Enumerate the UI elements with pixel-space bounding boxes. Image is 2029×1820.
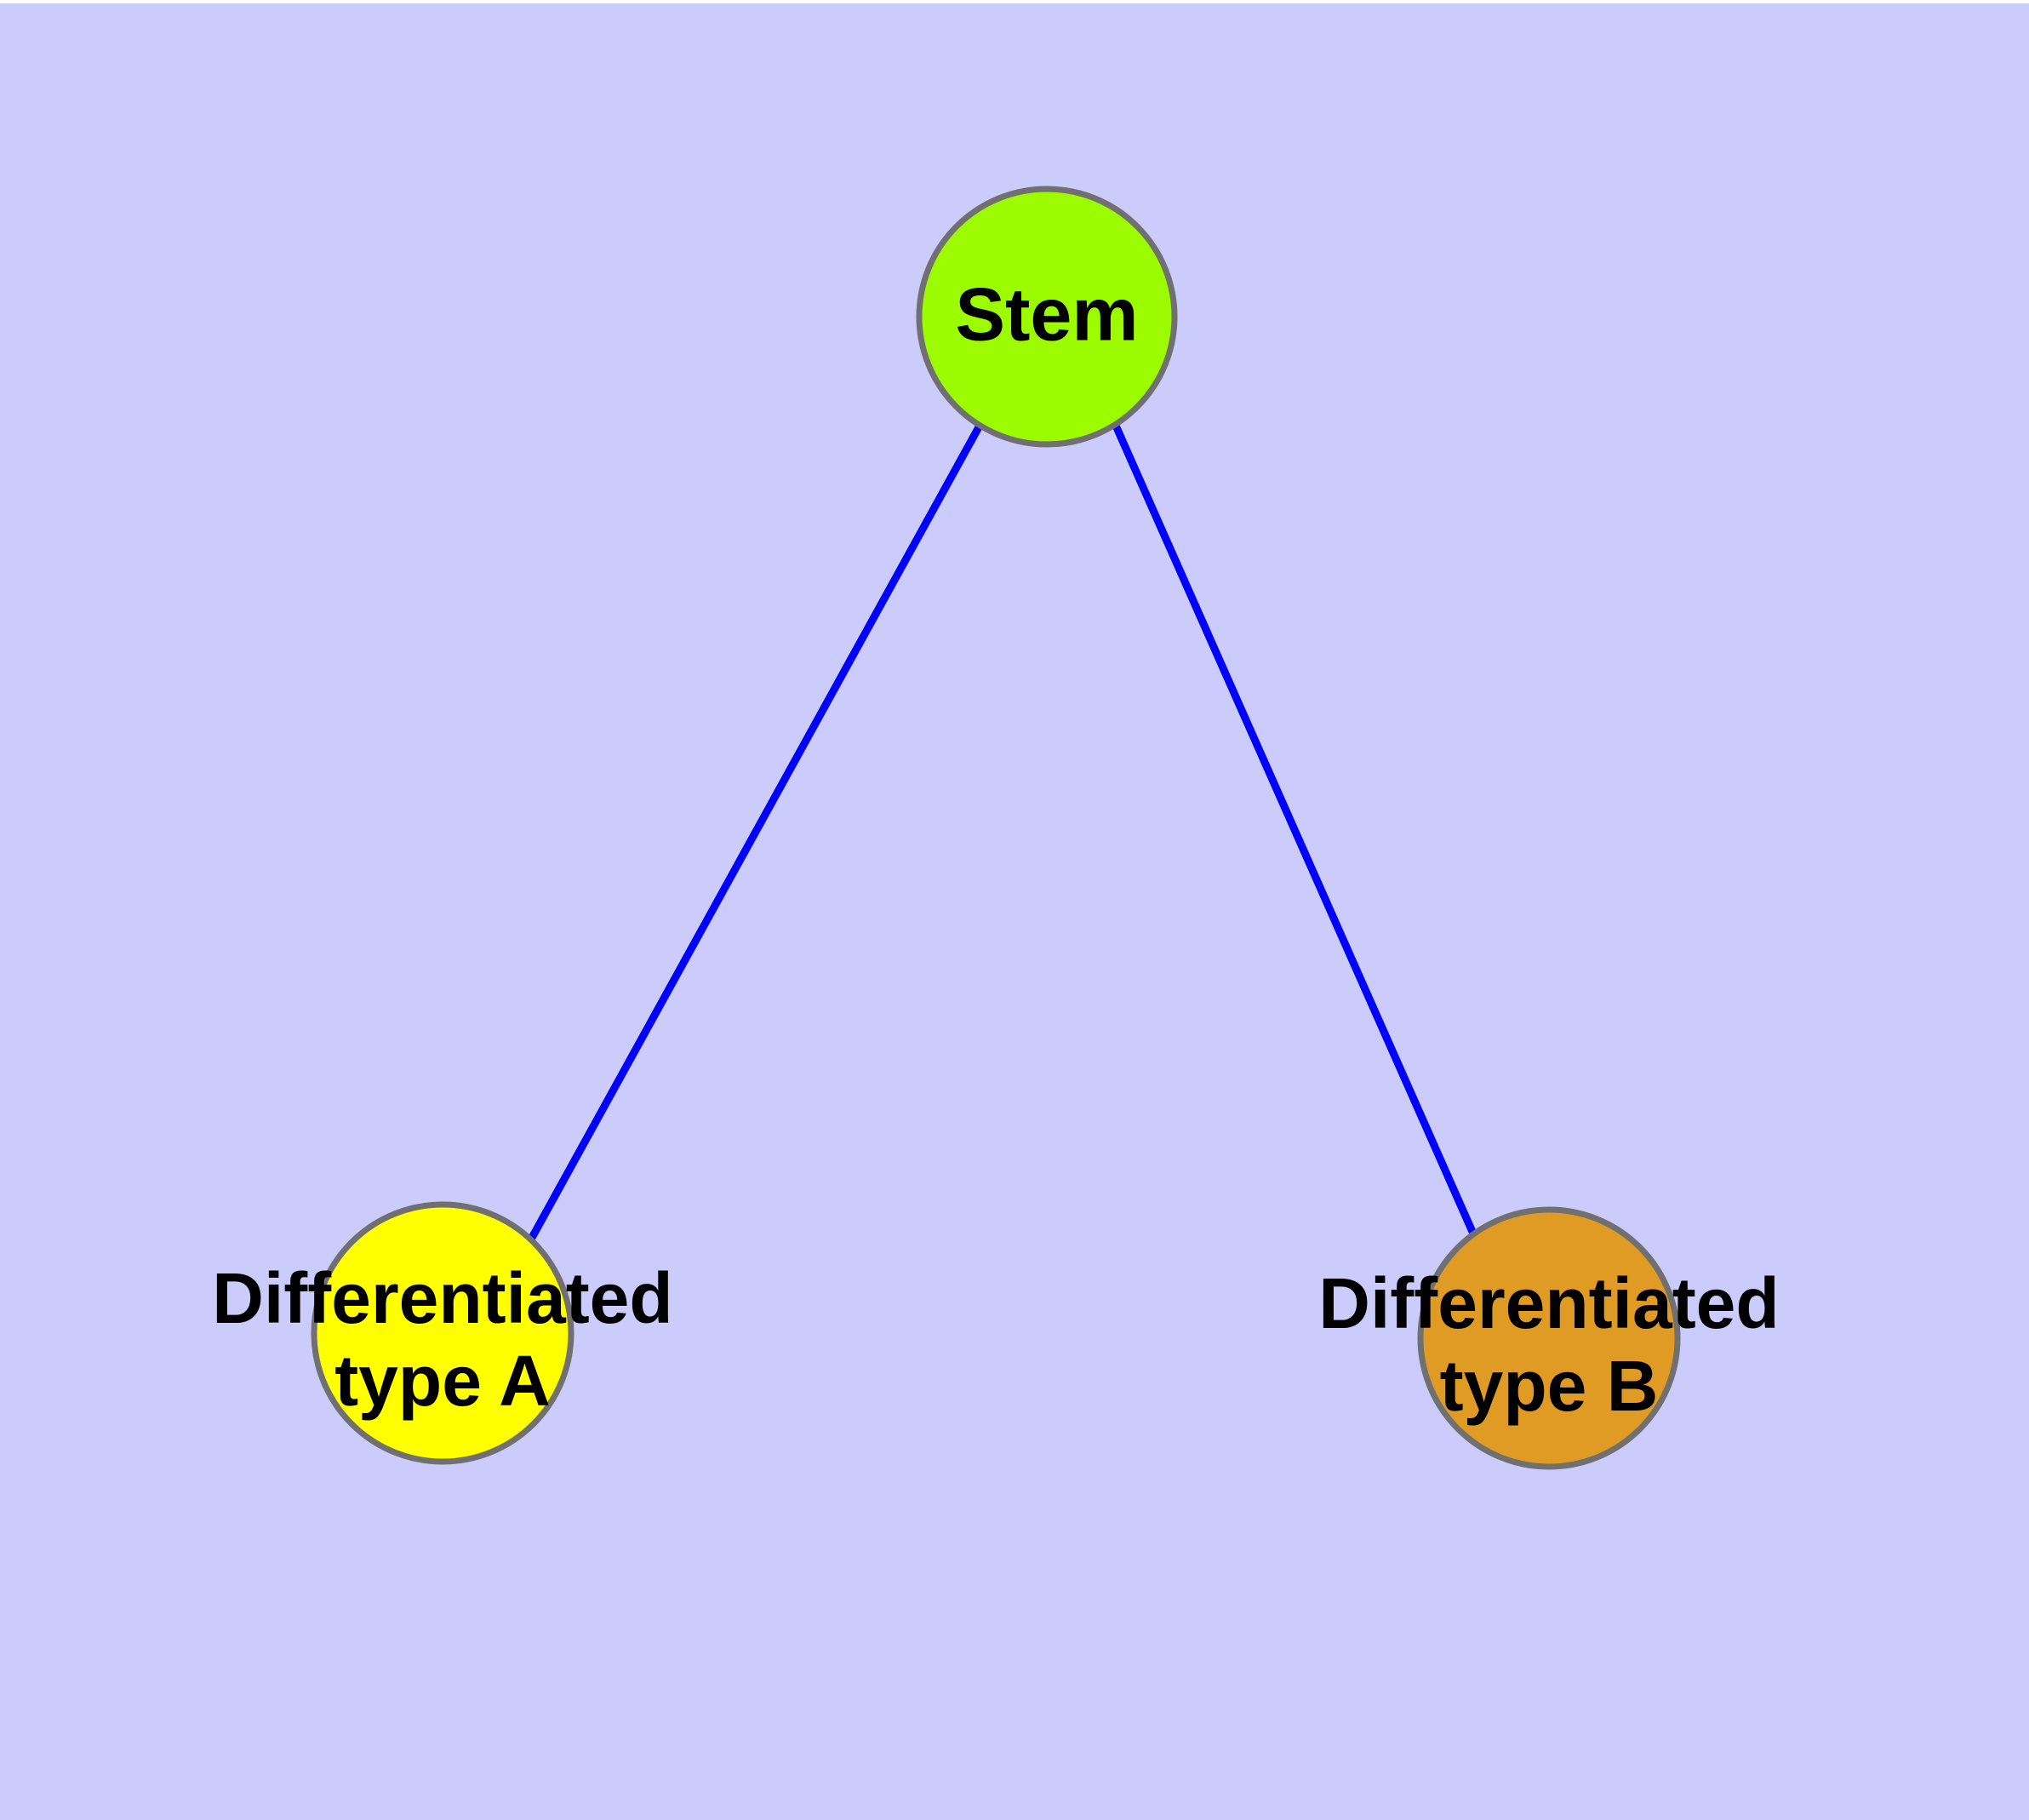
node-differentiated-type-b-label-line2: type B [1440,1346,1659,1426]
node-stem-circle[interactable] [916,186,1178,448]
node-differentiated-type-a-label-line2: type A [334,1341,551,1421]
node-stem[interactable]: Stem [916,186,1178,448]
diagram-background: Stem Differentiated type A Differentiate… [0,3,2029,1820]
node-differentiated-type-b-circle[interactable] [1417,1206,1681,1470]
node-stem-label: Stem [955,272,1138,356]
edge-layer [524,423,1480,1248]
graph-svg: Stem Differentiated type A Differentiate… [212,186,1780,1470]
node-differentiated-type-b[interactable]: Differentiated type B [1318,1206,1780,1470]
node-differentiated-type-b-label-line1: Differentiated [1318,1263,1779,1343]
node-differentiated-type-a-label-line1: Differentiated [212,1258,672,1338]
node-differentiated-type-a[interactable]: Differentiated type A [212,1201,673,1465]
node-layer: Stem Differentiated type A Differentiate… [212,186,1780,1470]
edge-stem-to-differentiated-type-b[interactable] [1112,424,1480,1241]
edge-stem-to-differentiated-type-a[interactable] [524,423,983,1248]
node-differentiated-type-a-circle[interactable] [311,1201,574,1465]
